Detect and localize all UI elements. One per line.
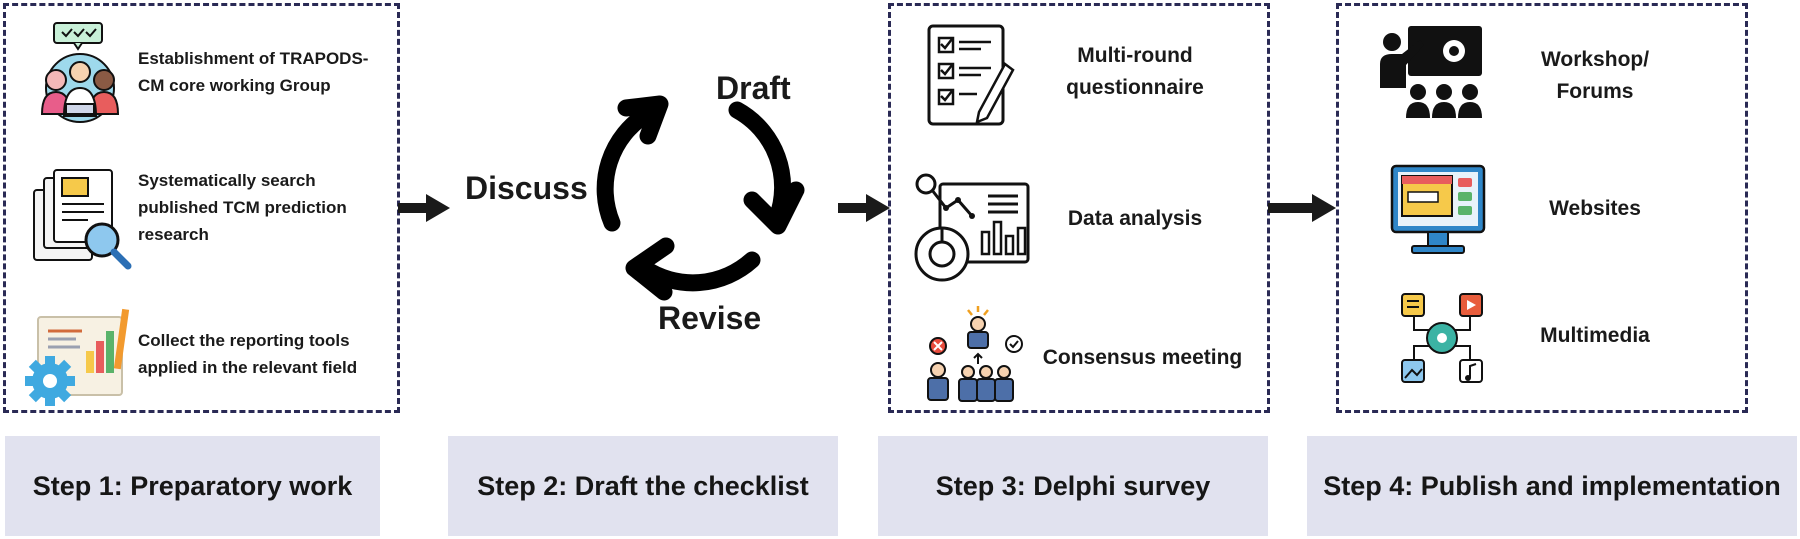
consensus-meeting-icon [927, 306, 1023, 402]
team-meeting-icon [40, 22, 120, 123]
cycle-revise-text: Revise [658, 300, 762, 336]
flow-arrow-3 [1268, 194, 1336, 222]
step3-label: Step 3: Delphi survey [878, 436, 1268, 536]
workshop-presentation-icon [1380, 26, 1482, 118]
step4-item2-text: Websites [1549, 197, 1641, 220]
step4-item1-text: Workshop/ Forums [1540, 48, 1650, 103]
cycle-discuss-text: Discuss [465, 170, 588, 206]
data-analysis-icon [914, 173, 1030, 282]
step1-item3-text: Collect the reporting tools applied in t… [138, 331, 358, 377]
step1-label: Step 1: Preparatory work [5, 436, 380, 536]
step4-box [1336, 3, 1748, 413]
multimedia-network-icon [1401, 293, 1483, 383]
step3-item3-text: Consensus meeting [1042, 346, 1243, 369]
flow-arrow-1 [398, 194, 450, 222]
document-search-icon [33, 169, 132, 270]
step1-item2-text: Systematically search published TCM pred… [138, 171, 347, 244]
step4-item3-text: Multimedia [1540, 324, 1650, 347]
draft-discuss-revise-cycle-icon [596, 95, 805, 301]
flow-arrow-2 [838, 194, 890, 222]
step3-item2-text: Data analysis [1067, 207, 1203, 230]
cycle-draft-text: Draft [716, 70, 791, 106]
step1-item1-text: Establishment of TRAPODS-CM core working… [138, 49, 369, 95]
report-tools-gear-icon [25, 308, 130, 406]
step2-label: Step 2: Draft the checklist [448, 436, 838, 536]
step4-label: Step 4: Publish and implementation [1307, 436, 1797, 536]
checklist-questionnaire-icon [927, 24, 1015, 126]
step3-item1-text: Multi-round questionnaire [1066, 44, 1204, 99]
website-monitor-icon [1390, 164, 1486, 254]
